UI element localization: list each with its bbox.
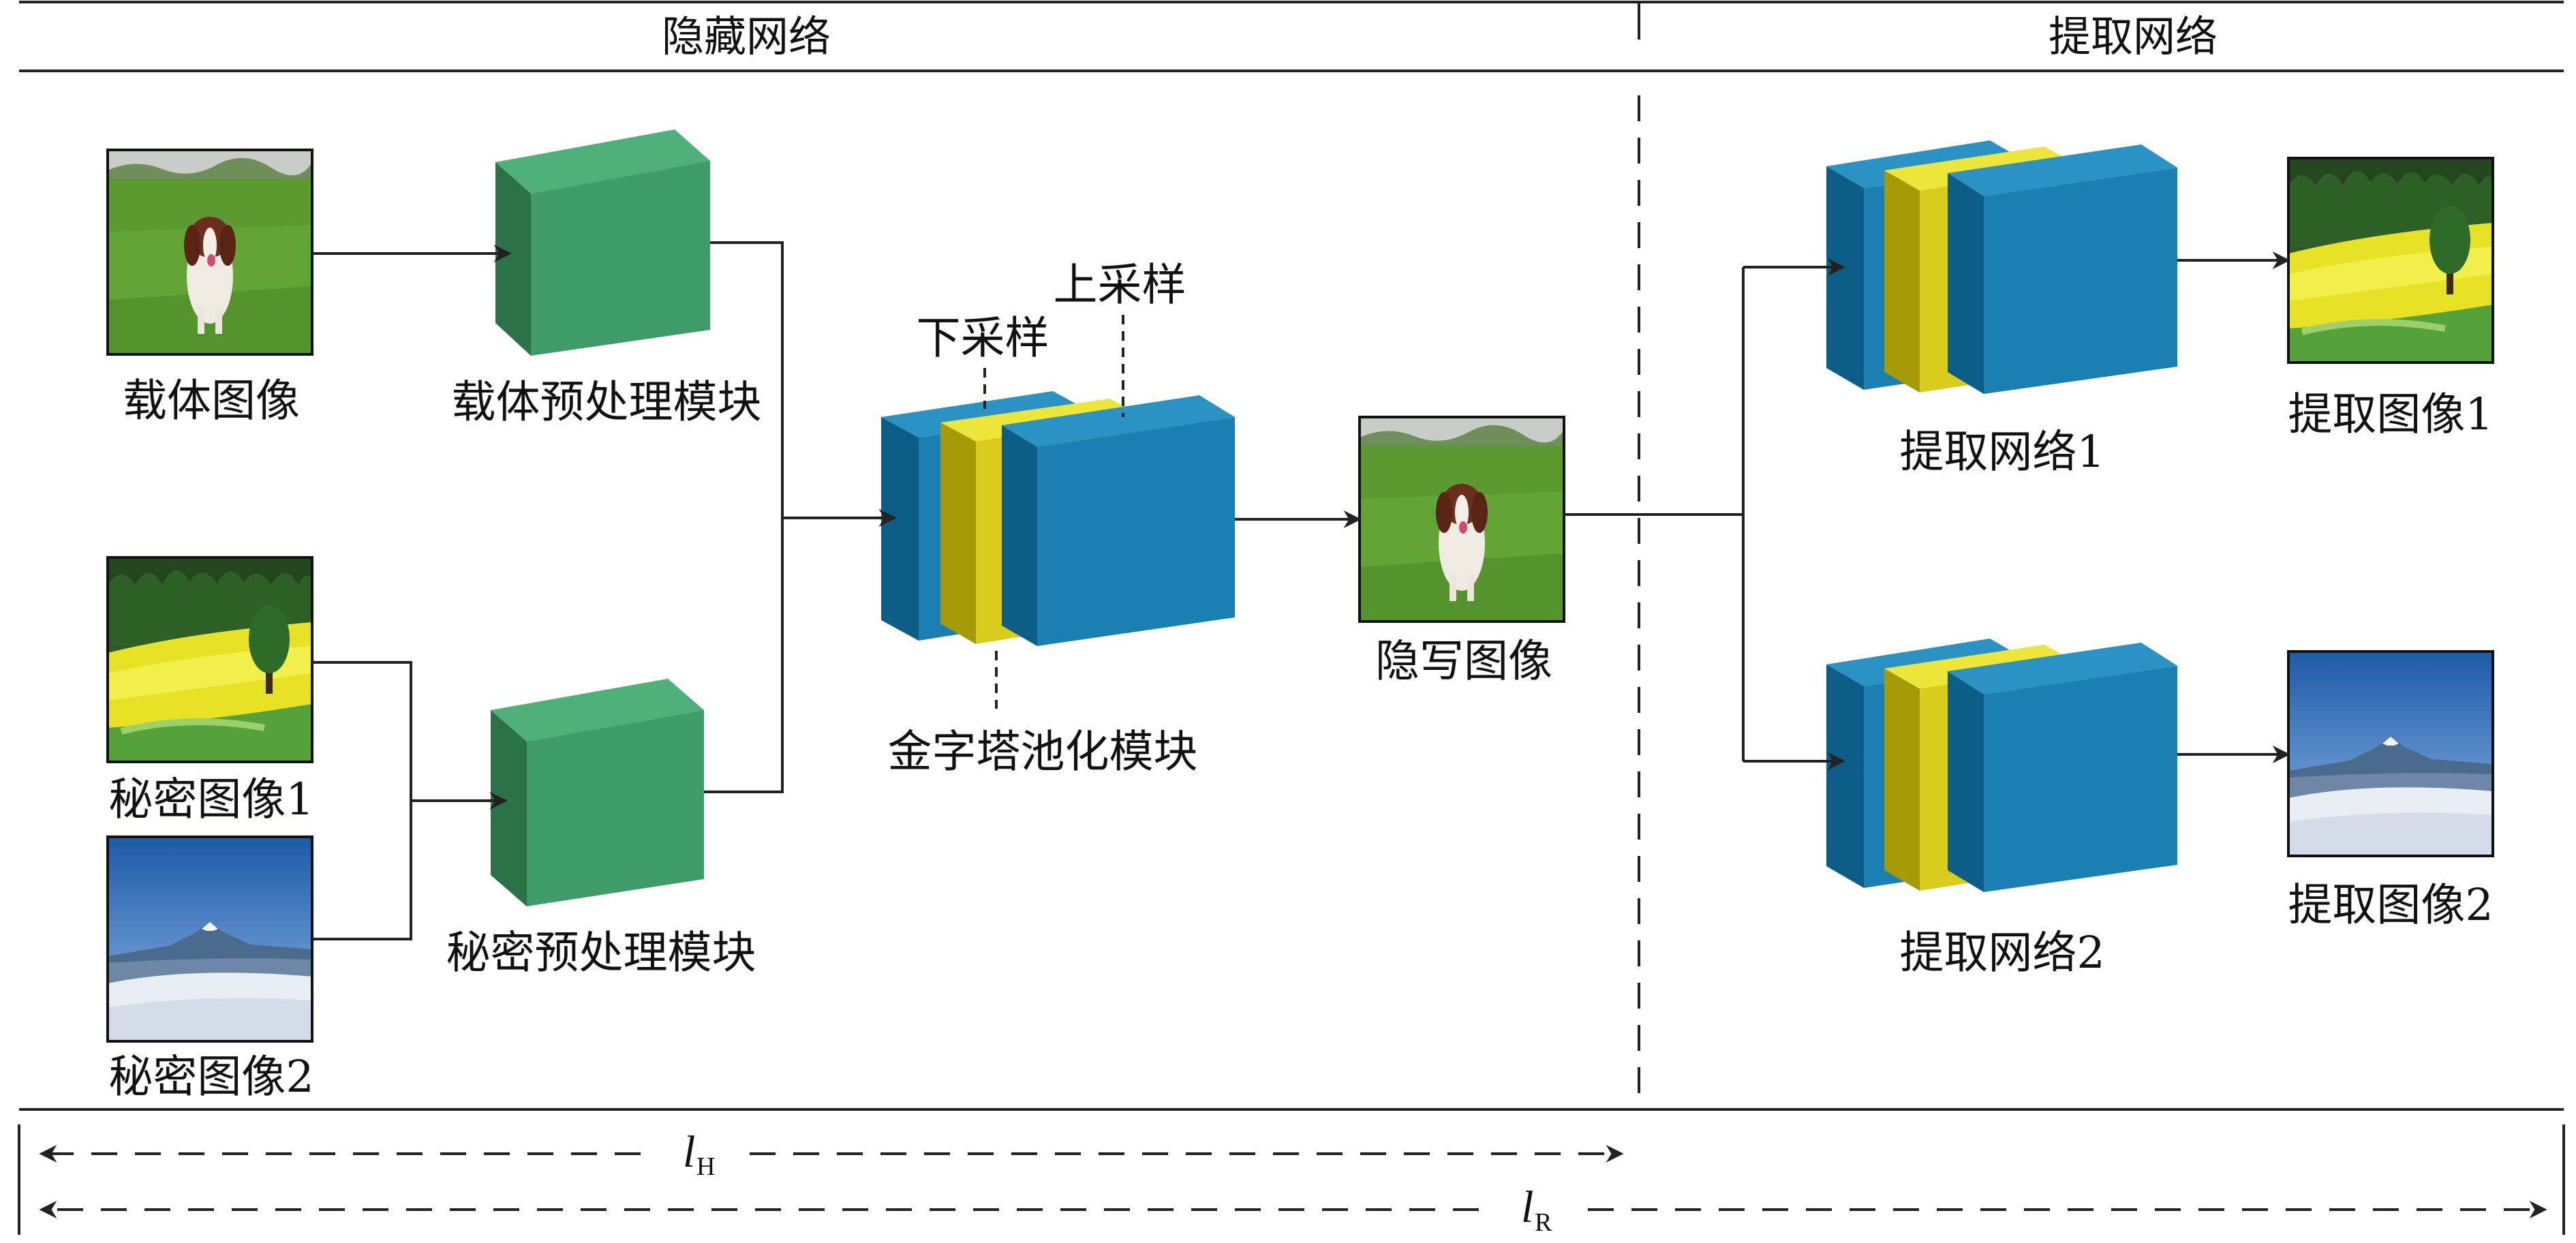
extracted-image-2 xyxy=(2287,650,2494,857)
downsample-label: 下采样 xyxy=(916,313,1049,364)
cover-image-label: 载体图像 xyxy=(123,375,300,427)
secret-image-1-label: 秘密图像1 xyxy=(108,774,313,825)
secret-image-2 xyxy=(106,835,313,1043)
lh-subscript: H xyxy=(696,1152,715,1181)
lr-span: l R xyxy=(39,1182,2547,1237)
extracted-image-2-label: 提取图像2 xyxy=(2288,880,2493,931)
hiding-network-header: 隐藏网络 xyxy=(662,12,831,61)
cover-image xyxy=(106,149,313,356)
lr-subscript: R xyxy=(1535,1208,1552,1237)
secret-preprocess-cube xyxy=(491,679,704,906)
secret-image-2-label: 秘密图像2 xyxy=(108,1052,313,1103)
connectors xyxy=(312,241,2290,940)
extract-network-1-label: 提取网络1 xyxy=(1899,427,2104,478)
lr-symbol: l xyxy=(1521,1182,1533,1232)
preprocess-merge-bracket xyxy=(704,241,784,793)
extract-network-2-block xyxy=(1826,639,2177,892)
secret-image-1 xyxy=(106,556,313,763)
upsample-label: 上采样 xyxy=(1053,260,1186,311)
cover-preprocess-cube xyxy=(495,129,710,356)
extract-network-2-label: 提取网络2 xyxy=(1899,927,2104,979)
lh-span: l H xyxy=(39,1127,1624,1181)
extracted-image-1-label: 提取图像1 xyxy=(2288,389,2493,440)
pyramid-pooling-block xyxy=(881,391,1235,646)
stego-image-label: 隐写图像 xyxy=(1375,636,1552,687)
extract-network-1-block xyxy=(1826,140,2177,394)
extracted-image-1 xyxy=(2287,157,2494,364)
pyramid-pooling-label: 金字塔池化模块 xyxy=(887,726,1197,778)
secret-preprocess-label: 秘密预处理模块 xyxy=(446,927,756,979)
cover-preprocess-label: 载体预处理模块 xyxy=(451,377,761,428)
extraction-network-header: 提取网络 xyxy=(2049,12,2218,61)
stego-image xyxy=(1358,416,1565,623)
lh-symbol: l xyxy=(683,1127,695,1177)
secret-merge-bracket xyxy=(312,661,412,940)
